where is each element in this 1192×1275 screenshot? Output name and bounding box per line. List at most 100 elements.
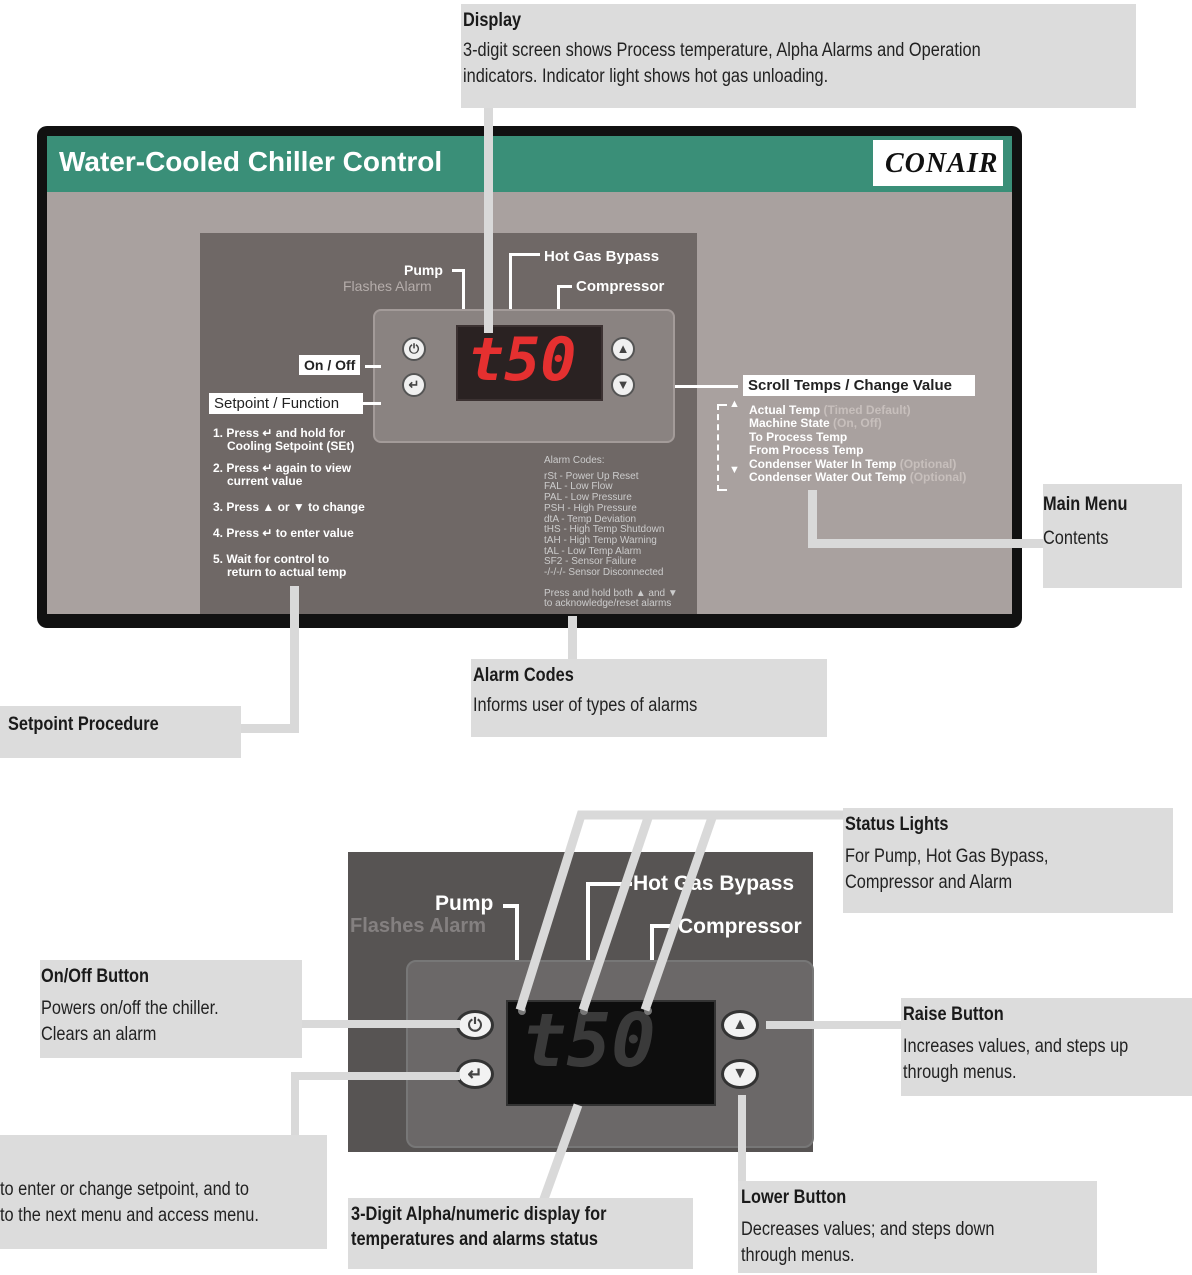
lower-button-callout: Lower Button Decreases values; and steps… <box>738 1181 1097 1273</box>
setpoint-procedure-callout: Setpoint Procedure <box>0 706 241 758</box>
enter-button-callout: to enter or change setpoint, and to to t… <box>0 1135 327 1249</box>
raise-button-callout-text-2: through menus. <box>903 1062 1017 1083</box>
alarm-ack-2: to acknowledge/reset alarms <box>544 598 672 610</box>
raise-button-callout-title: Raise Button <box>903 1004 1004 1025</box>
setpoint-steps: 1. Press ↵ and hold for Cooling Setpoint… <box>213 427 365 579</box>
raise-button-callout: Raise Button Increases values, and steps… <box>901 998 1192 1096</box>
menu-item-note: (Optional) <box>899 456 957 471</box>
menu-leader-h <box>808 539 1045 548</box>
display-callout: Display 3-digit screen shows Process tem… <box>461 4 1136 108</box>
alarm-codes-callout-title: Alarm Codes <box>473 665 574 686</box>
chiller-control-panel: Water-Cooled Chiller Control CONAIR Pump… <box>37 126 1022 628</box>
hot-gas-bypass-label: Hot Gas Bypass <box>544 248 660 265</box>
status-leader-compressor <box>640 810 719 1012</box>
menu-item: To Process Temp <box>749 429 848 444</box>
digit-display-leader <box>535 1103 583 1212</box>
step-1a: 1. Press ↵ and hold for <box>213 426 346 440</box>
on-off-line <box>365 365 381 368</box>
menu-bracket <box>717 404 727 491</box>
status-lights-callout: Status Lights For Pump, Hot Gas Bypass, … <box>843 808 1173 913</box>
step-4: 4. Press ↵ to enter value <box>213 526 354 540</box>
on-off-label: On / Off <box>299 355 361 375</box>
flashes-alarm-label: Flashes Alarm <box>343 278 432 294</box>
alarm-header: Alarm Codes: <box>544 455 605 466</box>
digit-display-callout-title-2: temperatures and alarms status <box>351 1229 599 1250</box>
pump-label: Pump <box>404 262 443 278</box>
display-callout-text-1: 3-digit screen shows Process temperature… <box>463 40 981 61</box>
alarm-code: dtA - Temp Deviation <box>544 513 637 525</box>
main-menu-callout-title: Main Menu <box>1043 494 1128 515</box>
alarm-code: SF2 - Sensor Failure <box>544 556 637 568</box>
on-off-callout-text-1: Powers on/off the chiller. <box>41 998 219 1019</box>
alarm-code: -/-/-/- Sensor Disconnected <box>544 567 664 579</box>
zoomed-control: Pump Flashes Alarm Hot Gas Bypass Compre… <box>348 852 814 1152</box>
step-5a: 5. Wait for control to <box>213 552 330 566</box>
menu-item: Machine State (On, Off) <box>749 417 966 430</box>
panel-header: Water-Cooled Chiller Control CONAIR <box>47 136 1012 192</box>
display-value: t50 <box>468 325 577 395</box>
alarm-code: FAL - Low Flow <box>544 481 613 493</box>
zoom-compressor-label: Compressor <box>678 915 802 938</box>
digit-display-callout-title-1: 3-Digit Alpha/numeric display for <box>351 1204 607 1225</box>
zoom-power-button[interactable]: ⏻ <box>456 1010 494 1040</box>
lower-button[interactable]: ▼ <box>611 373 635 397</box>
alarm-code-list: Alarm Codes: rSt - Power Up Reset FAL - … <box>544 455 678 610</box>
scroll-line <box>675 385 738 388</box>
alarm-ack-1: Press and hold both ▲ and ▼ <box>544 587 678 599</box>
menu-item-note: (Optional) <box>909 470 967 485</box>
menu-item: Actual Temp (Timed Default) <box>749 403 966 417</box>
menu-item-note: (On, Off) <box>833 416 882 431</box>
lower-button-callout-title: Lower Button <box>741 1187 847 1208</box>
status-leader-hot-gas <box>578 810 655 1012</box>
display-callout-title: Display <box>463 10 522 31</box>
menu-item: Condenser Water Out Temp (Optional) <box>749 470 967 485</box>
compressor-label: Compressor <box>576 278 665 295</box>
alarm-code: rSt - Power Up Reset <box>544 470 639 482</box>
enter-button[interactable]: ↵ <box>402 373 426 397</box>
compressor-bracket <box>557 285 572 312</box>
zoom-digit-display: t50 <box>506 998 716 1106</box>
setpoint-leader-v <box>290 586 299 732</box>
menu-item-label: Condenser Water In Temp <box>749 456 897 471</box>
power-button[interactable]: ⏻ <box>402 337 426 361</box>
logo-text: CONAIR <box>885 148 999 179</box>
zoom-control-strip <box>406 960 814 1148</box>
setpoint-line <box>363 402 381 405</box>
zoom-flashes-alarm-label: Flashes Alarm <box>350 915 486 937</box>
lower-button-callout-text-2: through menus. <box>741 1245 855 1266</box>
lower-button-callout-text-1: Decreases values; and steps down <box>741 1219 995 1240</box>
hot-gas-bracket <box>509 253 540 312</box>
zoom-raise-button[interactable]: ▲ <box>721 1010 759 1040</box>
step-3: 3. Press ▲ or ▼ to change <box>213 500 365 514</box>
digit-display: t50 <box>456 325 603 401</box>
pump-bracket <box>452 269 465 312</box>
raise-button[interactable]: ▲ <box>611 337 635 361</box>
menu-item-label: Machine State <box>749 416 830 431</box>
on-off-callout: On/Off Button Powers on/off the chiller.… <box>40 960 302 1058</box>
raise-leader <box>766 1021 902 1029</box>
zoom-lower-button[interactable]: ▼ <box>721 1059 759 1089</box>
menu-up-arrow: ▲ <box>729 398 740 410</box>
menu-list: Actual Temp (Timed Default) Machine Stat… <box>749 403 967 485</box>
enter-button-callout-text-2: to the next menu and access menu. <box>0 1205 259 1226</box>
status-light-pump <box>518 1007 526 1015</box>
menu-item-label: Actual Temp <box>749 403 821 417</box>
setpoint-leader-h <box>240 724 299 733</box>
enter-button-callout-text-1: to enter or change setpoint, and to <box>0 1179 249 1200</box>
status-light-hot-gas <box>580 1007 588 1015</box>
on-off-leader <box>302 1020 460 1028</box>
on-off-callout-title: On/Off Button <box>41 966 149 987</box>
menu-item: From Process Temp <box>749 443 864 458</box>
status-leader-pump <box>515 810 587 1012</box>
alarm-codes-callout: Alarm Codes Informs user of types of ala… <box>471 659 827 737</box>
alarm-code: tAL - Low Temp Alarm <box>544 545 642 557</box>
alarm-code: PAL - Low Pressure <box>544 492 632 504</box>
setpoint-procedure-callout-title: Setpoint Procedure <box>8 714 159 735</box>
step-2b: current value <box>227 474 303 488</box>
panel-title: Water-Cooled Chiller Control <box>59 146 443 177</box>
alarm-code: PSH - High Pressure <box>544 502 637 514</box>
status-lights-callout-text-1: For Pump, Hot Gas Bypass, <box>845 846 1049 867</box>
zoom-hot-gas-label: Hot Gas Bypass <box>633 872 795 895</box>
menu-item-label: Condenser Water Out Temp <box>749 470 907 485</box>
